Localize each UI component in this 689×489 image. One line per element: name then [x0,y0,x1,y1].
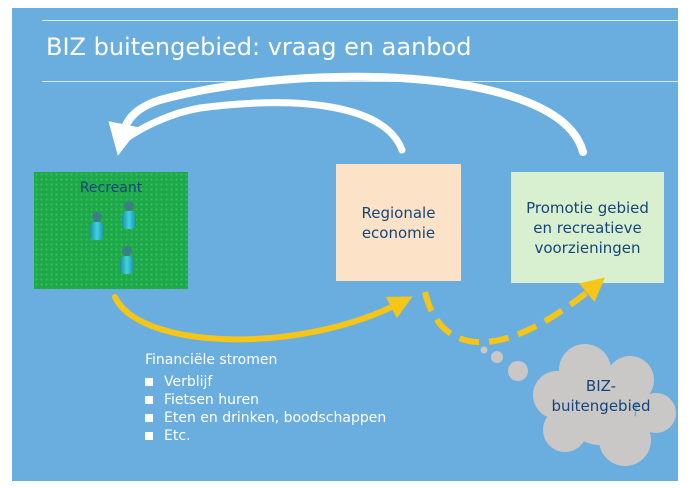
flow-arrow-recreant-regionale [112,294,413,343]
square-bullet-icon [145,432,153,440]
title-rule-bottom [42,81,678,82]
regionale-economie-box: Regionale economie [336,164,461,281]
square-bullet-icon [145,378,153,386]
title-rule-top [42,20,678,21]
flow-arrow-regionale-promotie [422,277,606,346]
list-item: Fietsen huren [145,391,386,409]
square-bullet-icon [145,396,153,404]
financial-flows-list: Verblijf Fietsen huren Eten en drinken, … [145,373,386,445]
person-icon [120,246,134,274]
list-item: Verblijf [145,373,386,391]
financial-flows-title: Financiële stromen [145,352,278,368]
regionale-economie-label: Regionale economie [361,203,436,242]
persons-group [90,201,136,274]
cloud-icon [480,344,676,466]
return-arrow-outer [108,72,587,156]
promotie-box: Promotie gebied en recreatieve voorzieni… [511,172,664,283]
person-icon [122,201,136,229]
biz-buitengebied-label: BIZ- buitengebied [551,377,651,415]
list-item: Etc. [145,427,386,445]
recreant-box: Recreant [34,172,188,289]
person-icon [90,212,104,240]
financial-flows: Financiële stromen Verblijf Fietsen hure… [145,351,386,445]
list-item: Eten en drinken, boodschappen [145,409,386,427]
promotie-label: Promotie gebied en recreatieve voorzieni… [526,198,649,257]
square-bullet-icon [145,414,153,422]
page-title: BIZ buitengebied: vraag en aanbod [46,33,472,61]
return-arrow-inner [117,99,406,154]
recreant-label: Recreant [79,180,143,196]
